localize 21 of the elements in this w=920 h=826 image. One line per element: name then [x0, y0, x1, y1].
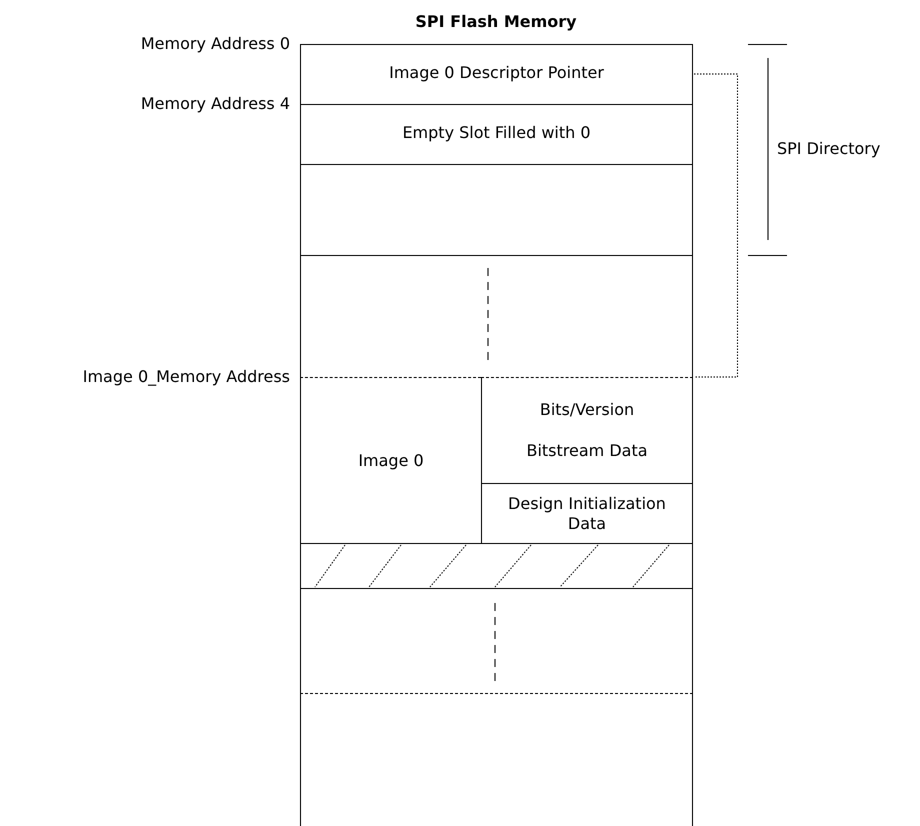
memory-region [300, 104, 693, 164]
region-label: Image 0 [358, 450, 424, 470]
memory-region [300, 543, 693, 588]
address-label: Memory Address 4 [140, 94, 290, 113]
address-label: Memory Address 0 [140, 34, 290, 53]
memory-region [300, 588, 693, 693]
memory-region [300, 164, 693, 255]
region-label: Image 0 Descriptor Pointer [389, 63, 604, 83]
region-label: Bitstream Data [526, 441, 648, 462]
memory-region [300, 255, 693, 377]
memory-region [300, 377, 481, 543]
address-label: Image 0_Memory Address [82, 367, 290, 386]
memory-region [481, 377, 693, 483]
memory-region [300, 693, 693, 826]
region-label: Design Initialization Data [507, 494, 667, 534]
region-label: Bits/Version [540, 400, 634, 420]
bracket-label: SPI Directory [777, 139, 880, 158]
memory-region [300, 44, 693, 104]
memory-region [481, 483, 693, 543]
region-label: Empty Slot Filled with 0 [402, 123, 591, 143]
diagram-title: SPI Flash Memory [415, 12, 577, 31]
